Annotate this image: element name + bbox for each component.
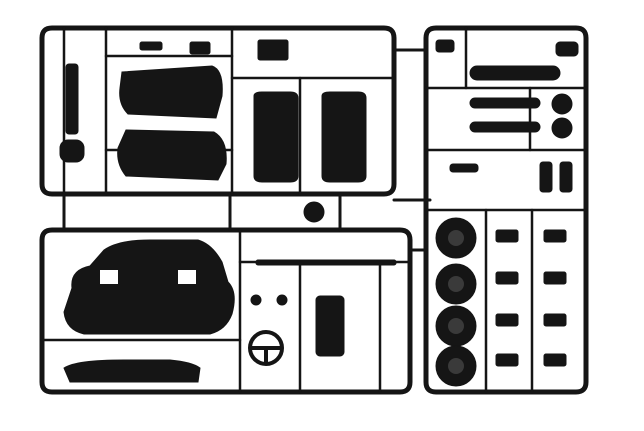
front-seat-right	[321, 91, 367, 183]
small-part	[435, 39, 455, 53]
wing-mirror	[555, 41, 579, 57]
exhaust-muffler	[469, 65, 561, 81]
lower-left-frame	[39, 227, 413, 395]
small-part	[257, 39, 289, 61]
small-knob	[250, 294, 262, 306]
upper-left-frame	[39, 25, 397, 197]
small-knob	[276, 294, 288, 306]
wheel	[435, 345, 477, 387]
clip-grid	[495, 229, 567, 367]
right-frame	[423, 25, 589, 395]
small-bracket	[539, 161, 553, 193]
runner-hub	[303, 201, 325, 223]
small-bracket	[559, 161, 573, 193]
wheel	[435, 263, 477, 305]
small-part	[189, 41, 211, 55]
long-trim-bar	[255, 259, 397, 266]
disc-part	[551, 117, 573, 139]
wheel	[435, 217, 477, 259]
disc-part	[551, 93, 573, 115]
right-gates	[424, 26, 588, 394]
runner-connectors	[62, 48, 432, 252]
body-tub	[63, 239, 235, 335]
wheel	[435, 305, 477, 347]
rear-seat-back	[119, 65, 223, 119]
tub-cutout	[100, 270, 118, 284]
front-seat-left	[253, 91, 299, 183]
small-part	[139, 41, 163, 51]
steering-wheel	[248, 330, 284, 366]
shock-absorber	[469, 121, 541, 133]
small-bracket	[449, 163, 479, 173]
dashboard	[63, 359, 201, 383]
shock-absorber	[469, 97, 541, 109]
gear-lever	[65, 63, 79, 135]
center-console	[315, 295, 345, 357]
rear-seat-cushion	[117, 129, 227, 181]
small-bracket	[59, 139, 85, 163]
tub-cutout	[178, 270, 196, 284]
